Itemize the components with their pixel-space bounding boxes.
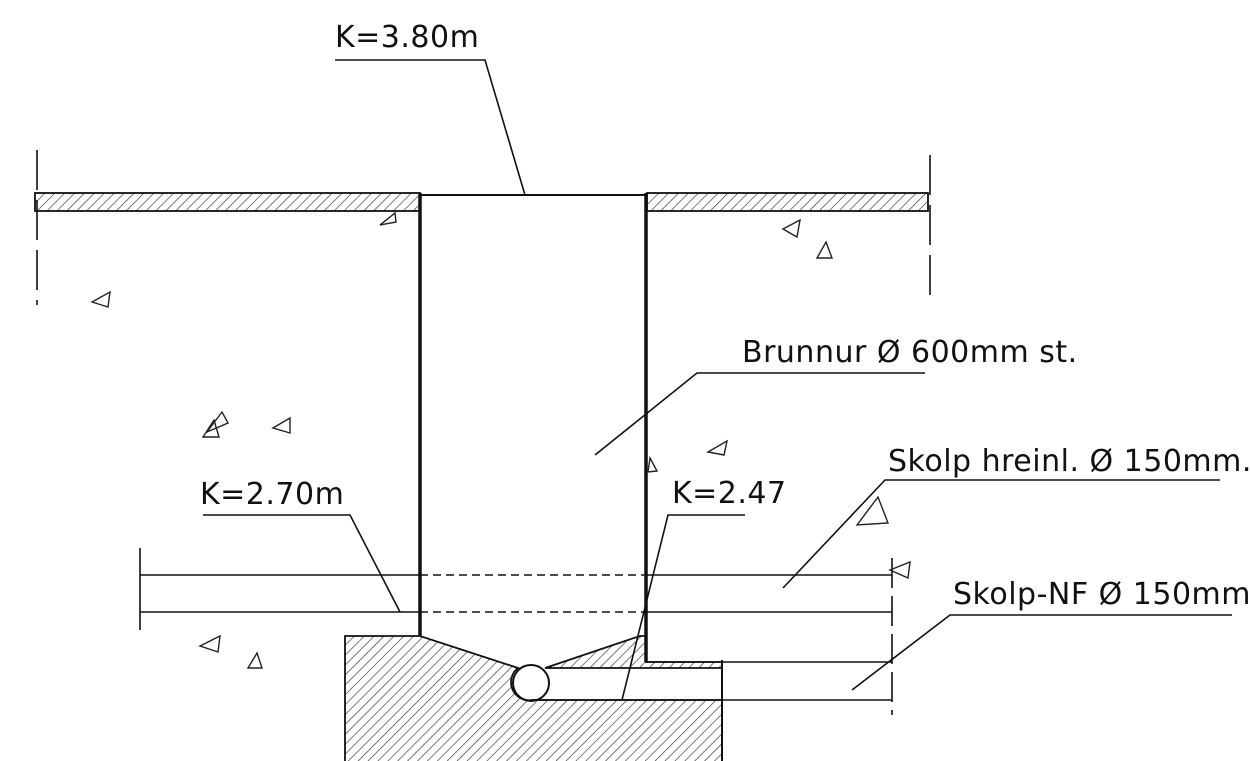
- nf-pipe-label: Skolp-NF Ø 150mm: [953, 577, 1250, 612]
- surface-slab-right: [646, 192, 929, 212]
- leader-manhole: [594, 372, 925, 456]
- manhole-label: Brunnur Ø 600mm st.: [742, 335, 1078, 370]
- pipe-cross-section: [512, 664, 550, 702]
- leader-top-level: [335, 59, 526, 196]
- invert-level-label: K=2.47: [672, 476, 787, 511]
- drain-pipe-label: Skolp hreinl. Ø 150mm.: [888, 444, 1250, 479]
- leader-inlet-level: [203, 514, 401, 613]
- leader-nf-pipe: [851, 614, 1232, 691]
- leader-invert-level: [621, 514, 745, 701]
- top-level-label: K=3.80m: [335, 20, 479, 55]
- leader-drain-pipe: [782, 479, 1220, 589]
- concrete-base: [344, 635, 723, 761]
- surface-slab-left: [34, 192, 421, 212]
- inlet-level-label: K=2.70m: [200, 477, 344, 512]
- aggregate-triangle-icon: [90, 211, 911, 669]
